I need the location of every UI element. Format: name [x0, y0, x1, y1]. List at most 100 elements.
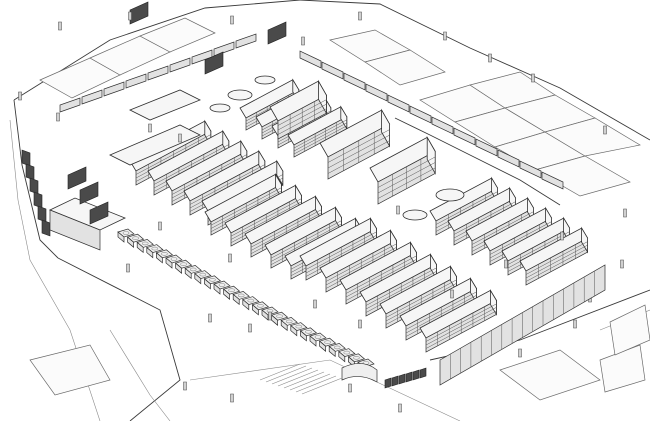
column	[396, 205, 400, 215]
checkout-scanner	[189, 267, 197, 272]
conveyor-rail	[394, 117, 561, 206]
checkout-scanner	[218, 283, 226, 287]
aisle-far-right-tier	[507, 231, 570, 265]
refrigerated-case	[519, 160, 542, 179]
column	[531, 73, 535, 83]
checkout-scanner	[122, 231, 130, 235]
column	[398, 403, 402, 413]
checkout-scanner	[305, 329, 312, 334]
aisle-upper	[287, 105, 348, 158]
freezer-face	[49, 209, 101, 251]
column	[313, 299, 317, 309]
west-rack	[21, 149, 31, 167]
wall-west	[13, 99, 59, 259]
column	[348, 383, 352, 393]
checkout-scanner	[199, 272, 207, 277]
ramp-line	[295, 375, 337, 393]
shopping-cart	[391, 375, 399, 387]
column	[18, 91, 22, 101]
wall-case	[103, 81, 125, 97]
checkout-counter-side	[328, 345, 336, 358]
checkout-lane	[261, 306, 279, 321]
wall-case	[235, 33, 257, 49]
west-rack	[33, 191, 43, 209]
checkout-lane	[203, 275, 222, 290]
checkout-scanner	[333, 345, 341, 350]
exterior-walls	[9, 0, 650, 421]
checkout-counter-side	[184, 267, 192, 280]
back-room	[364, 49, 446, 86]
column	[148, 123, 152, 133]
checkout-counter-side	[136, 241, 144, 254]
entrance-vestibule	[259, 264, 650, 395]
checkout-scanner	[295, 324, 303, 329]
checkout-counter-side	[223, 288, 230, 300]
checkout-lane	[136, 239, 154, 254]
checkout-lanes	[117, 228, 378, 383]
column	[128, 11, 132, 21]
column	[208, 313, 212, 323]
wall-north-east	[299, 0, 650, 141]
checkout-counter-side	[127, 236, 134, 248]
column	[504, 259, 508, 269]
refrigerated-case	[409, 105, 432, 124]
west-rack	[41, 219, 51, 237]
column	[358, 319, 362, 329]
column	[603, 125, 607, 135]
checkout-lane	[280, 317, 298, 332]
column	[518, 348, 522, 358]
checkout-lane	[309, 332, 327, 347]
aisle-far-right-tier	[453, 201, 516, 235]
checkout-lane	[338, 348, 356, 363]
island-case	[369, 135, 436, 205]
refrigerated-case	[365, 83, 388, 102]
ramp-line	[271, 367, 313, 385]
checkout-lane	[242, 296, 260, 311]
checkout-counter-side	[146, 246, 154, 259]
aisle-far-right-tier	[435, 191, 498, 225]
refrigerated-case	[299, 50, 322, 69]
checkout-scanner	[161, 252, 168, 256]
aisle-far-right-tier	[525, 244, 588, 279]
column	[248, 323, 252, 333]
checkout-counter-side	[175, 262, 182, 274]
island-case-end	[381, 108, 391, 148]
aisle-upper-tier	[293, 122, 347, 152]
checkout-scanner	[180, 262, 187, 267]
refrigerated-case	[475, 138, 498, 157]
service-desk	[341, 363, 378, 383]
back-room	[499, 349, 601, 401]
wall-case	[213, 41, 235, 57]
refrigerated-case	[431, 116, 454, 135]
checkout-scanner	[276, 314, 283, 319]
column	[450, 289, 454, 299]
display-rack	[267, 21, 287, 45]
back-room	[544, 117, 641, 157]
checkout-lane	[318, 337, 337, 352]
aisle-far-right	[519, 226, 589, 286]
checkout-lane	[232, 291, 250, 306]
column	[623, 208, 627, 218]
round-table	[402, 209, 428, 221]
display-rack	[89, 201, 109, 225]
display-rack	[79, 181, 99, 205]
aisle-upper-tier	[293, 119, 347, 149]
aisle-far-right-tier	[525, 248, 588, 282]
checkout-lane	[194, 270, 212, 285]
round-table	[435, 188, 465, 202]
column	[183, 381, 187, 391]
checkout-counter-side	[232, 293, 240, 306]
column	[443, 31, 447, 41]
aisle-far-right-tier	[525, 241, 588, 275]
aisle-upper-tier	[293, 125, 347, 155]
round-table	[254, 75, 276, 85]
island-fixtures	[67, 1, 561, 225]
display-rack	[67, 166, 87, 190]
column	[230, 15, 234, 25]
column	[228, 253, 232, 263]
ramp-line	[259, 363, 301, 381]
column	[178, 133, 182, 143]
ramp-line	[265, 365, 307, 383]
round-table	[227, 89, 253, 101]
checkout-lane	[222, 285, 241, 300]
